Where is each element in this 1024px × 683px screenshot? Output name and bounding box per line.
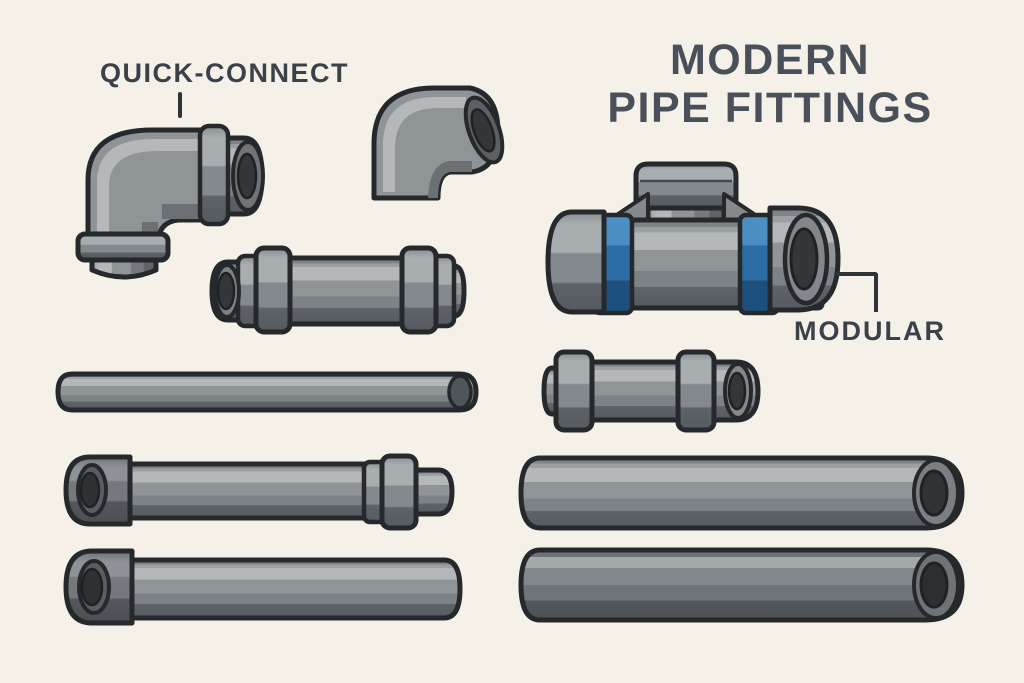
quick-connect-label: QUICK-CONNECT bbox=[100, 58, 349, 88]
elbow-fitting-plain bbox=[371, 85, 505, 201]
quick-connect-pointer-line bbox=[178, 92, 182, 118]
modular-label: MODULAR bbox=[794, 316, 946, 346]
pipe-with-coupler bbox=[63, 453, 455, 531]
pipe-thin bbox=[55, 371, 479, 413]
modular-pointer-line bbox=[836, 272, 878, 312]
page-title: MODERN PIPE FITTINGS bbox=[590, 36, 950, 132]
page-title-line2: PIPE FITTINGS bbox=[607, 84, 933, 133]
pipe-with-socket bbox=[63, 548, 463, 626]
page-title-line1: MODERN bbox=[669, 36, 871, 84]
tee-fitting-modular bbox=[545, 161, 841, 316]
pipe-large-bottom bbox=[518, 547, 965, 623]
pipe-large-top bbox=[518, 455, 965, 531]
coupling-fitting-small bbox=[541, 349, 761, 433]
coupling-fitting-large bbox=[209, 245, 467, 335]
elbow-fitting-quick-connect bbox=[75, 123, 265, 280]
